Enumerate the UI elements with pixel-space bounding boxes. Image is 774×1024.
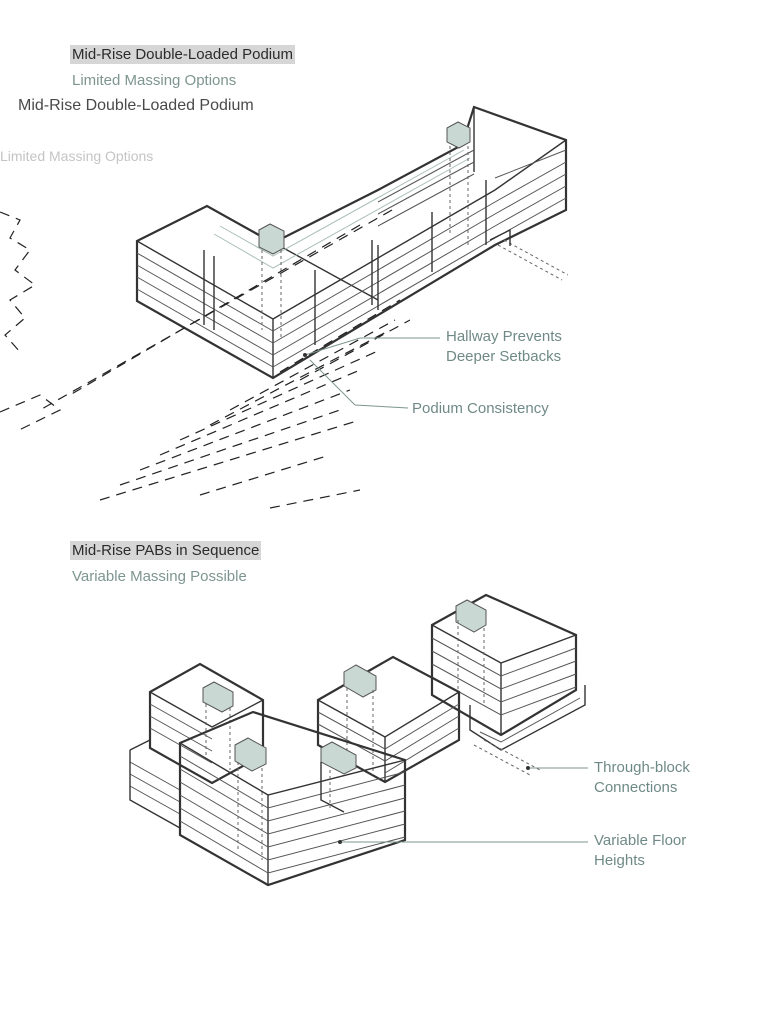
callout-through-line1: Through-block: [594, 759, 690, 776]
leader-through-dot: [526, 766, 530, 770]
pab-block-right: [430, 593, 586, 776]
pab-block-middle: [316, 655, 461, 784]
section1-ghost-subtitle: Limited Massing Options: [0, 148, 154, 164]
section2-title: Mid-Rise PABs in Sequence: [70, 541, 262, 560]
section1-subtitle: Limited Massing Options: [72, 72, 237, 89]
callout-through-line2: Connections: [594, 779, 678, 796]
podium-footprint-dashed: [0, 209, 411, 509]
leader-podium: [309, 359, 409, 409]
pab-block-front: [178, 710, 407, 887]
callout-floor-line2: Heights: [594, 852, 645, 869]
section1-title: Mid-Rise Double-Loaded Podium: [70, 45, 295, 64]
podium-building: [135, 105, 569, 380]
section2-subtitle: Variable Massing Possible: [72, 568, 247, 585]
callout-hallway-line2: Deeper Setbacks: [446, 348, 562, 365]
callout-hallway-line1: Hallway Prevents: [446, 328, 562, 345]
section1-ghost-title: Mid-Rise Double-Loaded Podium: [18, 97, 254, 114]
callout-podium: Podium Consistency: [412, 400, 549, 417]
leader-hallway-dot: [303, 353, 307, 357]
leader-floor-dot: [338, 840, 342, 844]
leader-hallway: [304, 337, 440, 356]
callout-floor-line1: Variable Floor: [594, 832, 687, 849]
